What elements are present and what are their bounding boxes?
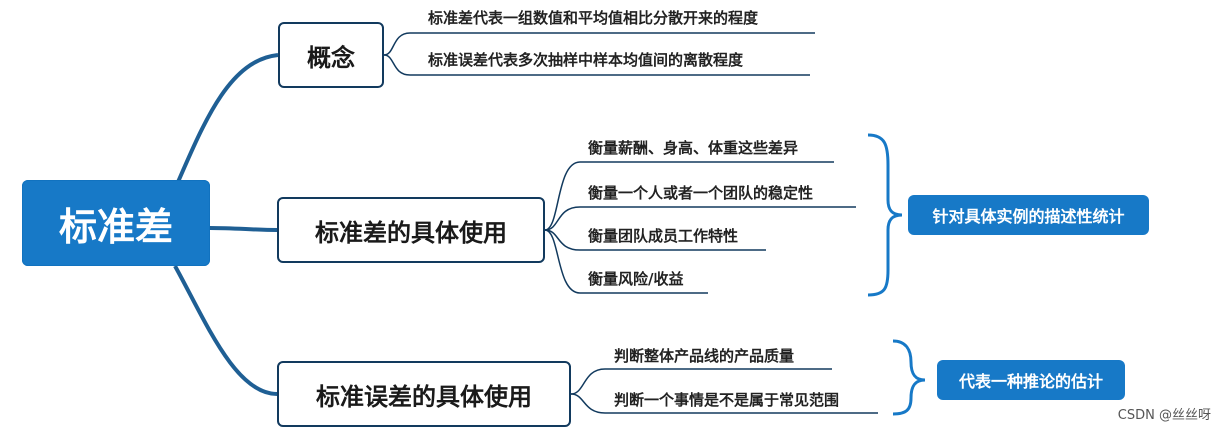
branch-label: 标准误差的具体使用	[316, 382, 532, 411]
root-node: 标准差	[22, 180, 210, 266]
branch-label: 标准差的具体使用	[315, 218, 507, 247]
root-label: 标准差	[58, 204, 173, 249]
leaf-item: 标准误差代表多次抽样中样本均值间的离散程度	[428, 51, 744, 69]
connector-se-leaf-1	[570, 368, 832, 395]
leaf-item: 衡量团队成员工作特性	[588, 227, 739, 245]
leaf-item: 判断一个事情是不是属于常见范围	[614, 391, 840, 409]
watermark: CSDN @丝丝呀	[1117, 408, 1211, 423]
leaf-item: 标准差代表一组数值和平均值相比分散开来的程度	[428, 9, 759, 27]
summary-label: 代表一种推论的估计	[958, 372, 1103, 391]
leaf-item: 衡量薪酬、身高、体重这些差异	[588, 139, 799, 157]
connector-concept-leaf-2	[383, 54, 810, 76]
branch-std-usage: 标准差的具体使用	[277, 197, 545, 263]
connector-std-leaf-4	[544, 229, 708, 294]
brace-se-usage	[892, 339, 926, 416]
leaf-item: 判断整体产品线的产品质量	[614, 347, 795, 365]
summary-label: 针对具体实例的描述性统计	[932, 207, 1125, 226]
connector-std-leaf-2	[544, 206, 856, 231]
brace-std-usage	[867, 133, 903, 297]
connector-root-std-usage	[209, 226, 278, 232]
connector-se-leaf-2	[570, 393, 878, 414]
branch-concept: 概念	[278, 22, 384, 88]
leaf-item: 衡量风险/收益	[588, 270, 684, 288]
summary-std-usage: 针对具体实例的描述性统计	[908, 195, 1149, 235]
connector-root-se-usage	[173, 265, 278, 396]
connector-std-leaf-1	[544, 161, 834, 231]
leaf-item: 衡量一个人或者一个团队的稳定性	[588, 184, 814, 202]
summary-se-usage: 代表一种推论的估计	[937, 360, 1125, 400]
branch-label: 概念	[307, 43, 355, 72]
connector-root-concept	[176, 53, 279, 183]
connector-concept-leaf-1	[383, 32, 815, 56]
branch-se-usage: 标准误差的具体使用	[277, 361, 571, 427]
connector-std-leaf-3	[544, 229, 766, 251]
